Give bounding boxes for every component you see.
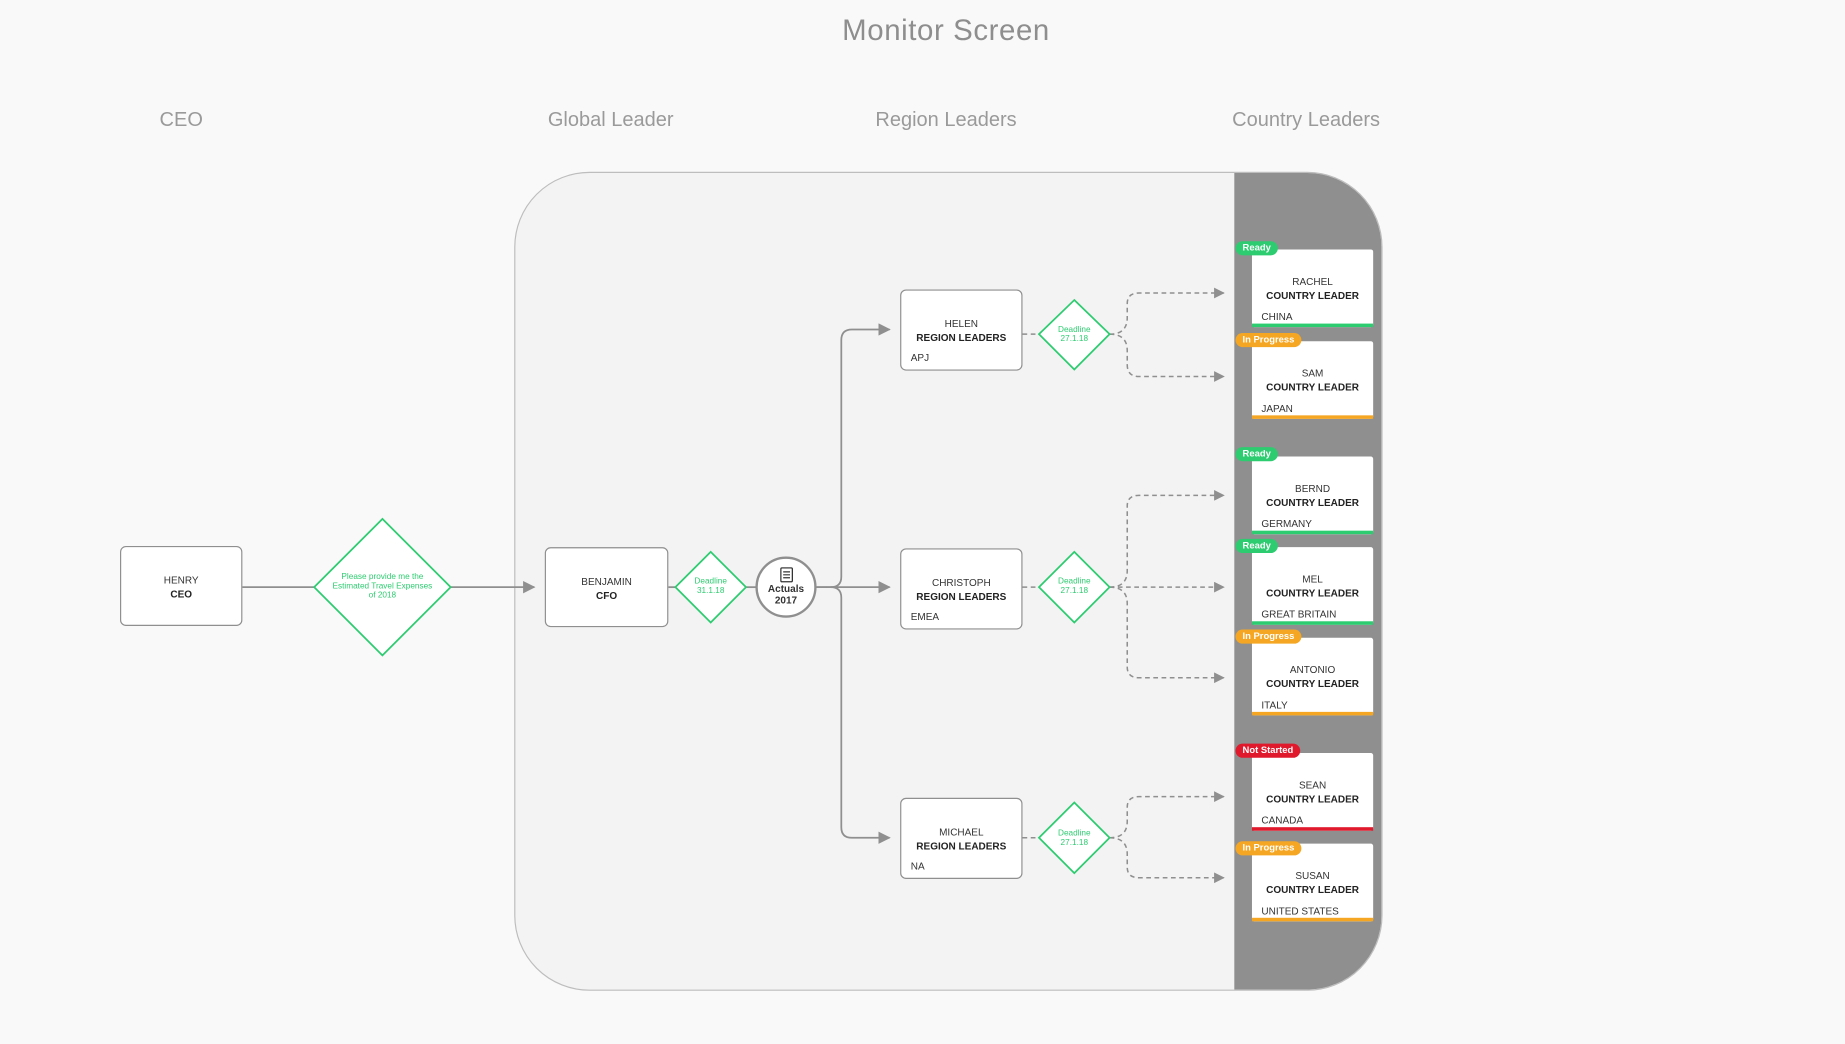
country-card-mel[interactable]: MEL COUNTRY LEADER GREAT BRITAIN [1251, 547, 1374, 625]
region-leader-name: MICHAEL [939, 826, 984, 838]
status-badge-ready: Ready [1235, 538, 1278, 554]
country-label: JAPAN [1261, 402, 1293, 415]
status-bar [1251, 711, 1374, 716]
status-badge-ready: Ready [1235, 241, 1278, 256]
country-leader-role: COUNTRY LEADER [1266, 496, 1359, 509]
country-label: CHINA [1261, 310, 1293, 323]
christoph-deadline-diamond [1037, 550, 1111, 624]
country-leader-role: COUNTRY LEADER [1266, 883, 1359, 896]
region-label: EMEA [910, 610, 940, 623]
connector-helen-sam [1109, 333, 1225, 382]
country-leader-role: COUNTRY LEADER [1266, 587, 1359, 599]
ceo-name: HENRY [163, 574, 199, 586]
region-node-christoph[interactable]: CHRISTOPH REGION LEADERS EMEA [900, 548, 1023, 630]
column-title-country-leaders: Country Leaders [1232, 108, 1381, 131]
status-badge-ready: Ready [1235, 447, 1278, 462]
actuals-year: 2017 [774, 594, 798, 606]
document-icon [779, 567, 793, 583]
connector-christoph-bernd [1109, 490, 1225, 588]
country-card-susan[interactable]: SUSAN COUNTRY LEADER UNITED STATES [1251, 843, 1374, 922]
country-leader-name: SEAN [1298, 778, 1327, 791]
status-bar [1251, 917, 1374, 922]
connector-michael-susan [1109, 837, 1225, 884]
connector-actuals-helen [816, 323, 891, 589]
region-leader-role: REGION LEADERS [916, 331, 1007, 344]
region-leader-name: CHRISTOPH [931, 576, 991, 589]
region-leader-name: HELEN [944, 317, 979, 330]
country-label: ITALY [1261, 698, 1288, 711]
christoph-deadline: Deadline 27.1.18 [1051, 578, 1098, 597]
christoph-deadline-label: Deadline [1058, 577, 1091, 586]
cfo-deadline-diamond [674, 550, 748, 624]
michael-deadline-date: 27.1.18 [1060, 838, 1089, 848]
country-leader-role: COUNTRY LEADER [1266, 289, 1359, 302]
region-node-michael[interactable]: MICHAEL REGION LEADERS NA [900, 797, 1023, 879]
country-label: GERMANY [1261, 517, 1312, 530]
cfo-role: CFO [595, 589, 618, 602]
country-leader-name: SUSAN [1295, 869, 1330, 882]
helen-deadline-diamond [1037, 298, 1111, 371]
page-title: Monitor Screen [842, 14, 1050, 48]
ceo-role: CEO [170, 588, 193, 601]
michael-deadline-label: Deadline [1058, 829, 1091, 838]
country-leader-name: MEL [1302, 573, 1323, 585]
status-bar [1251, 415, 1374, 419]
country-card-bernd[interactable]: BERND COUNTRY LEADER GERMANY [1251, 456, 1374, 535]
connector-actuals-michael [830, 586, 891, 844]
helen-deadline: Deadline 27.1.18 [1051, 326, 1098, 345]
status-bar [1251, 530, 1374, 535]
region-label: APJ [910, 351, 930, 364]
status-bar [1251, 621, 1374, 625]
country-leader-role: COUNTRY LEADER [1266, 677, 1359, 690]
actuals-label: Actuals [767, 582, 805, 595]
helen-deadline-label: Deadline [1058, 325, 1091, 335]
helen-deadline-date: 27.1.18 [1060, 335, 1089, 344]
country-leader-role: COUNTRY LEADER [1266, 793, 1359, 805]
michael-deadline-diamond [1037, 801, 1111, 875]
column-title-ceo: CEO [159, 108, 203, 131]
country-label: UNITED STATES [1261, 904, 1339, 917]
column-title-region-leaders: Region Leaders [875, 108, 1017, 131]
cfo-deadline: Deadline 31.1.18 [687, 578, 734, 597]
actuals-node[interactable]: Actuals 2017 [755, 556, 817, 618]
status-bar [1251, 323, 1374, 328]
status-badge-in-progress: In Progress [1235, 629, 1302, 644]
country-card-sam[interactable]: SAM COUNTRY LEADER JAPAN [1251, 341, 1374, 419]
connector-christoph-antonio [1109, 586, 1225, 684]
status-badge-not-started: Not Started [1235, 743, 1301, 758]
cfo-deadline-label: Deadline [694, 577, 727, 586]
status-bar [1251, 827, 1374, 831]
country-label: CANADA [1261, 814, 1304, 827]
request-text: Please provide me the Estimated Travel E… [332, 573, 433, 601]
region-node-helen[interactable]: HELEN REGION LEADERS APJ [900, 289, 1023, 371]
region-leader-role: REGION LEADERS [916, 590, 1007, 603]
christoph-deadline-date: 27.1.18 [1060, 587, 1089, 596]
country-leader-name: SAM [1301, 367, 1324, 379]
column-title-global-leader: Global Leader [547, 108, 674, 131]
ceo-node[interactable]: HENRY CEO [120, 545, 243, 626]
country-leader-name: ANTONIO [1289, 663, 1336, 676]
country-card-rachel[interactable]: RACHEL COUNTRY LEADER CHINA [1251, 249, 1374, 328]
country-card-sean[interactable]: SEAN COUNTRY LEADER CANADA [1251, 753, 1374, 831]
cfo-deadline-date: 31.1.18 [696, 587, 725, 596]
cfo-node[interactable]: BENJAMIN CFO [544, 547, 669, 628]
request-diamond [312, 517, 452, 657]
region-leader-role: REGION LEADERS [916, 840, 1007, 852]
region-label: NA [910, 860, 925, 872]
connector-michael-sean [1109, 791, 1225, 839]
cfo-name: BENJAMIN [581, 575, 632, 588]
status-badge-in-progress: In Progress [1235, 841, 1302, 856]
country-leader-name: RACHEL [1292, 275, 1333, 288]
country-leader-name: BERND [1295, 482, 1331, 495]
country-leader-role: COUNTRY LEADER [1266, 381, 1359, 394]
connector-helen-rachel [1109, 287, 1225, 335]
status-badge-in-progress: In Progress [1235, 332, 1302, 348]
country-card-antonio[interactable]: ANTONIO COUNTRY LEADER ITALY [1251, 637, 1374, 716]
michael-deadline: Deadline 27.1.18 [1051, 830, 1098, 849]
country-label: GREAT BRITAIN [1261, 608, 1337, 621]
